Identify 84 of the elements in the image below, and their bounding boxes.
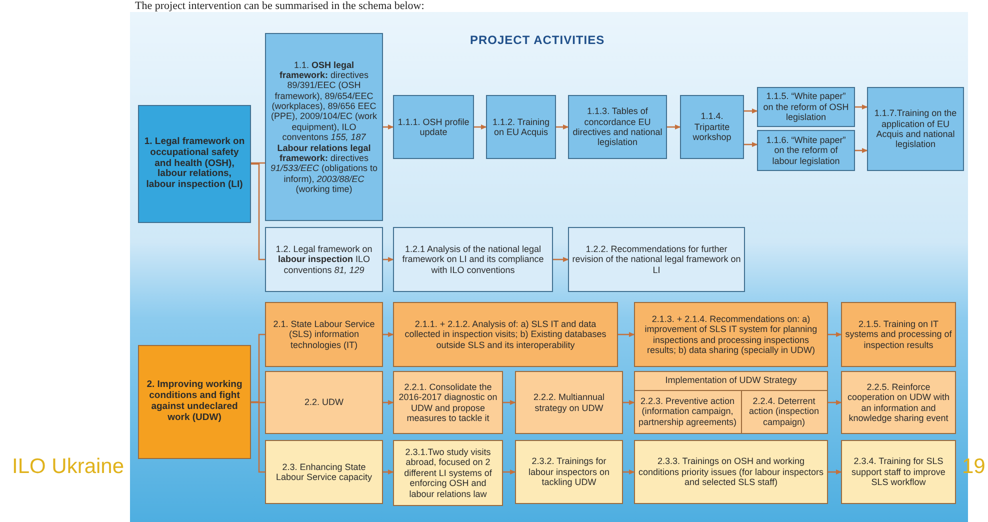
process-box	[393, 302, 618, 367]
box-text: 2.3.3. Trainings on OSH and working conditions priority issues (for labour inspectors and selected SLS staff)	[638, 456, 824, 488]
process-box	[265, 33, 383, 221]
box-text: 2.1.1. + 2.1.2. Analysis of: a) SLS IT and data collected in inspection visits; b) Existing databases outside SLS and its interoperability	[404, 318, 608, 350]
group-heading: Implementation of UDW Strategy	[665, 374, 797, 386]
box-text: 1.2.1 Analysis of the national legal framework on LI and its compliance with ILO conventions	[401, 244, 545, 276]
process-box	[265, 440, 383, 504]
box-text: 2.1.3. + 2.1.4. Recommendations on: a) improvement of SLS IT system for planning inspections and processing inspections results; b) data sharing (specially in UDW)	[644, 314, 818, 356]
connector-line	[251, 162, 265, 164]
box-text: 2.1. State Labour Service (SLS) information technologies (IT)	[272, 318, 376, 350]
arrow	[503, 400, 516, 406]
box-text: 2.1.5. Training on IT systems and processing of inspection results	[845, 318, 952, 350]
box-text: 1.1.4. Tripartite workshop	[692, 111, 732, 143]
box-text: 2.2.2. Multiannual strategy on UDW	[532, 392, 606, 413]
process-box	[634, 302, 828, 367]
arrow	[623, 469, 635, 475]
box-text: 2.2. UDW	[304, 397, 344, 408]
box-text: 2.3.4. Training for SLS support staff to improve SLS workflow	[850, 456, 946, 488]
process-box	[515, 371, 623, 434]
box-text: 2.3.1.Two study visits abroad, focused on 2 different LI systems of enforcing OSH and labour relations law	[403, 447, 493, 499]
box-text: 1.1.6. “White paper” on the reform of labour legislation	[765, 134, 847, 166]
footer-text: ILO Ukraine	[12, 455, 124, 479]
process-box	[265, 371, 383, 434]
process-box	[841, 302, 956, 367]
box-text: 2.2.3. Preventive action (information campaign, partnership agreements)	[638, 396, 738, 428]
box-text: 1.1. OSH legal framework: directives 89/391/EEC (OSH framework), 89/654/EEC (workplaces), 89/656 EEC (PPE), 2009/104/EC (work equipment), ILO conventons 155, 187	[270, 60, 378, 143]
process-box	[568, 95, 667, 159]
process-box	[138, 345, 251, 459]
box-text: 1.2. Legal framework on labour inspection ILO conventions 81, 129	[274, 244, 374, 276]
box-text: 2.3.2. Trainings for labour inspectors on tackling UDW	[527, 456, 611, 488]
box-text: 2.2.4. Deterrent action (inspection campaign)	[748, 396, 820, 428]
box-text: 2.2.5. Reinforce cooperation on UDW with an information and knowledge sharing event	[846, 382, 951, 424]
process-box	[841, 440, 956, 504]
box-text: 2.2.1. Consolidate the 2016-2017 diagnostic on UDW and propose measures to tackle it	[398, 382, 498, 424]
box-text: Labour relations legal framework: directives 91/533/EEC (obligations to inform), 2003/88/EC (working time)	[269, 142, 379, 194]
box-text: 1.1.5. “White paper” on the reform of OSH legislation	[762, 91, 850, 123]
process-box	[486, 95, 556, 159]
box-text: 1.2.2. Recommendations for further revision of the national legal framework on LI	[572, 244, 741, 276]
arrow	[383, 256, 394, 262]
arrow	[383, 332, 394, 338]
arrow	[828, 469, 842, 475]
box-text: 2. Improving working conditions and fight against undeclared work (UDW)	[146, 380, 244, 424]
process-box	[393, 371, 503, 434]
process-box	[393, 440, 503, 506]
arrow	[855, 104, 868, 110]
process-box	[265, 227, 383, 292]
arrow	[855, 148, 868, 154]
box-text: 1.1.2. Training on EU Acquis	[491, 116, 551, 138]
process-box	[393, 95, 474, 159]
process-box	[680, 95, 744, 159]
process-box	[393, 227, 553, 292]
arrow	[623, 400, 635, 406]
arrow	[556, 124, 569, 130]
box-text: 1. Legal framework on occupational safety and health (OSH), labour relations, labour inspection (LI)	[143, 136, 246, 192]
group-box	[634, 371, 828, 434]
arrow	[503, 469, 516, 475]
process-box	[515, 440, 623, 504]
diagram-title: PROJECT ACTIVITIES	[470, 33, 605, 47]
arrow	[618, 332, 635, 338]
arrow	[553, 256, 569, 262]
connector-line	[251, 401, 265, 473]
box-text: 2.3. Enhancing State Labour Service capacity	[274, 462, 374, 482]
connector-line	[251, 402, 265, 404]
intro-sentence: The project intervention can be summarised in the schema below:	[135, 0, 424, 12]
box-text: 1.1.1. OSH profile update	[397, 116, 470, 138]
arrow	[828, 400, 842, 406]
process-box	[265, 302, 383, 367]
arrow	[383, 400, 394, 406]
arrow	[667, 124, 681, 130]
box-text: 1.1.3. Tables of concordance EU directives and national legislation	[572, 106, 663, 148]
arrow	[744, 108, 758, 114]
process-box	[841, 371, 956, 434]
box-text: 1.1.7.Training on the application of EU Acquis and national legislation	[873, 108, 958, 150]
arrow	[828, 332, 842, 338]
process-box	[568, 227, 745, 292]
connector-line	[251, 163, 265, 260]
arrow	[744, 142, 758, 148]
process-box	[138, 105, 251, 223]
process-box	[634, 440, 828, 504]
arrow	[383, 469, 394, 475]
arrow	[474, 124, 487, 130]
arrow	[383, 124, 394, 130]
process-box	[867, 87, 964, 171]
process-box	[757, 130, 855, 171]
